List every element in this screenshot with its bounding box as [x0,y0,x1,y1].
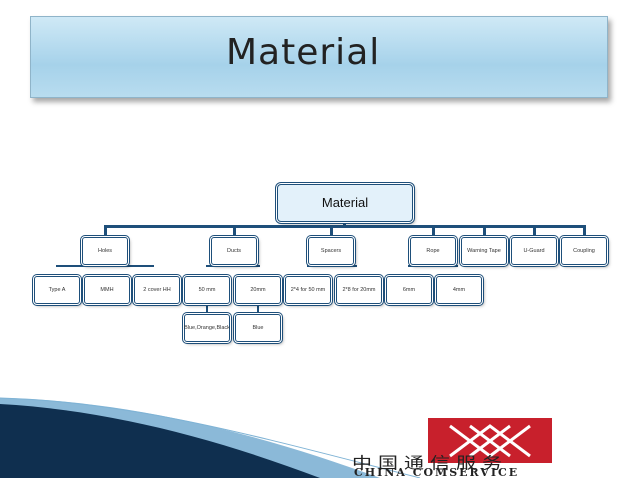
connector [483,225,486,237]
node-4mm: 4mm [436,276,482,304]
node-coupling: Coupling [561,237,607,265]
connector [257,306,259,314]
connector [206,265,260,267]
connector [233,225,236,237]
slide-title: Material [226,32,381,73]
node-2x4-for-50mm: 2*4 for 50 mm [285,276,331,304]
node-2-cover-hh: 2 cover HH [134,276,180,304]
connector [307,265,357,267]
connector [583,225,586,237]
node-ducts: Ducts [211,237,257,265]
logo-english-text: CHINA COMSERVICE [354,466,520,479]
node-blue: Blue [235,314,281,342]
node-warning-tape: Warning Tape [461,237,507,265]
connector [533,225,536,237]
connector [104,225,107,237]
node-mmh: MMH [84,276,130,304]
connector [330,225,333,237]
node-2x8-for-20mm: 2*8 for 20mm [336,276,382,304]
node-blue-orange-black: Blue,Orange,Black [184,314,230,342]
node-6mm: 6mm [386,276,432,304]
node-u-guard: U-Guard [511,237,557,265]
connector [343,220,346,228]
connector [206,306,208,314]
logo-chinese-text: 中国通信服务 [352,453,508,473]
china-comservice-logo-icon [428,418,552,463]
node-rope: Rope [410,237,456,265]
title-banner [30,16,608,98]
node-type-a: Type A [34,276,80,304]
node-50mm: 50 mm [184,276,230,304]
connector [408,265,458,267]
connector [56,265,154,267]
root-node: Material [277,184,413,222]
node-spacers: Spacers [308,237,354,265]
node-holes: Holes [82,237,128,265]
node-20mm: 20mm [235,276,281,304]
connector [432,225,435,237]
